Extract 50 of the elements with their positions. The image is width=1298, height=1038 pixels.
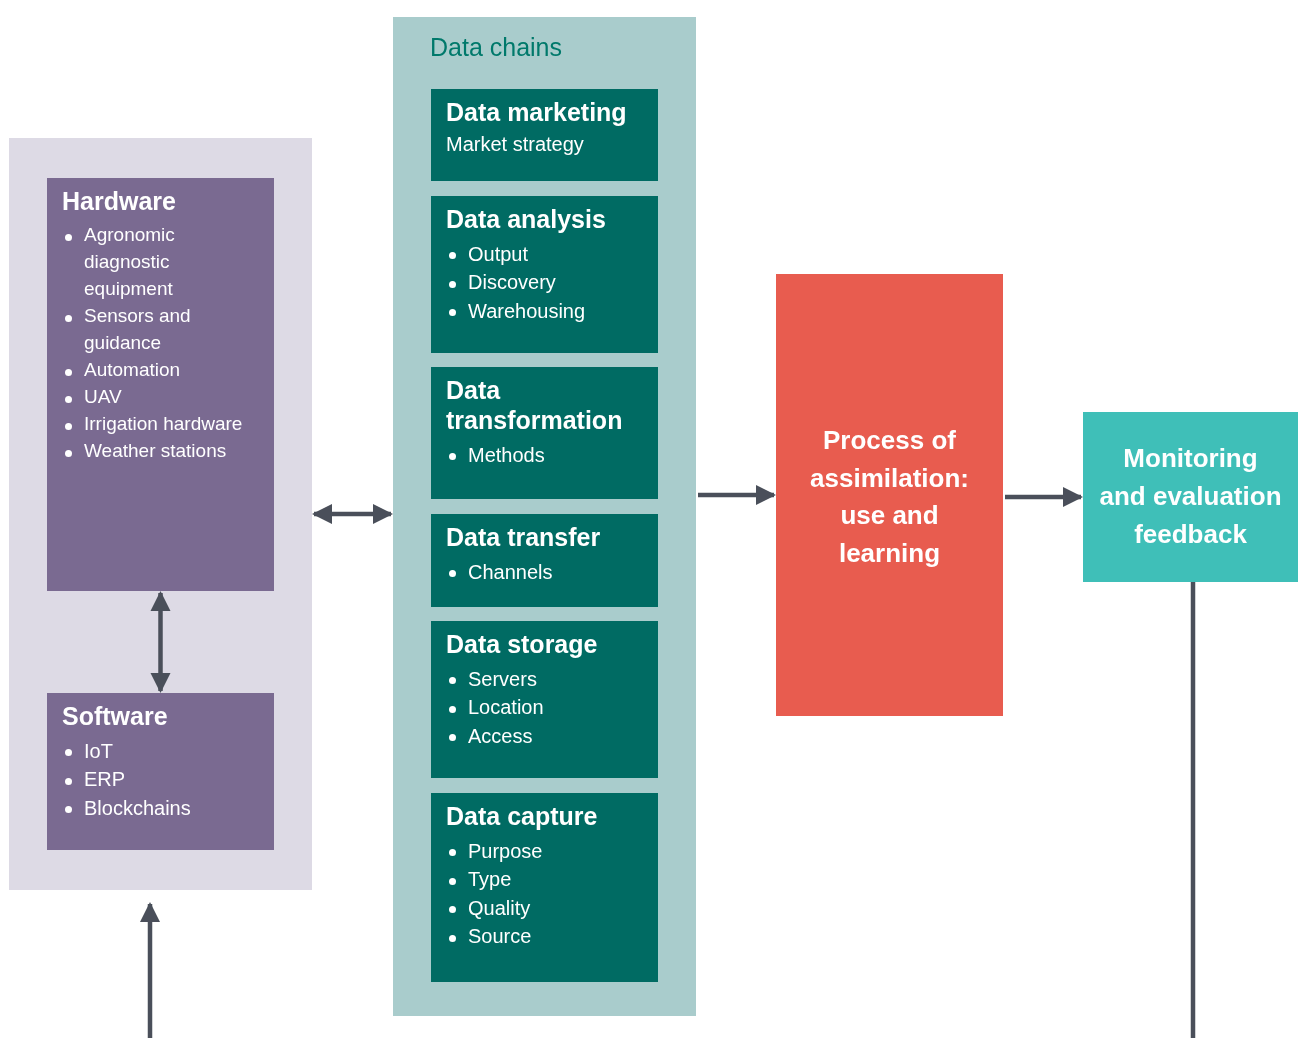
arrow (698, 484, 777, 506)
list-item: Warehousing (446, 296, 646, 326)
box-heading: Data capture (446, 801, 599, 831)
category-box (47, 178, 274, 591)
list-item: Blockchains (62, 793, 262, 823)
list-item: UAV (62, 383, 262, 411)
box-text: Monitoring and evaluation feedback (1098, 442, 1283, 551)
box-subtitle: Market strategy (446, 133, 585, 156)
list-item: Quality (446, 893, 646, 923)
arrow (139, 902, 161, 1038)
list-item: Agronomic diagnostic equipment (62, 222, 262, 303)
group-panel (393, 17, 696, 1016)
box-heading: Software (62, 701, 169, 731)
category-box (431, 367, 658, 499)
category-box (431, 514, 658, 607)
list-item: Source (446, 922, 646, 951)
box-heading: Data analysis (446, 204, 607, 234)
box-heading: Data transformation (446, 375, 624, 435)
box-heading: Data storage (446, 629, 599, 659)
list-item: Discovery (446, 268, 646, 297)
list-item: Methods (446, 441, 646, 470)
box-heading: Hardware (62, 186, 177, 216)
list-item: Location (446, 693, 646, 722)
list-item: Output (446, 240, 646, 269)
arrow (1005, 486, 1084, 508)
panel-background (9, 138, 312, 890)
list-item: Channels (446, 558, 646, 587)
box-heading: Data marketing (446, 97, 628, 127)
box-text: Process of assimilation: use and learning (809, 424, 970, 571)
category-box (47, 693, 274, 850)
arrow (312, 503, 394, 525)
box-heading: Data transfer (446, 522, 602, 552)
list-item: ERP (62, 765, 262, 794)
arrow (150, 591, 171, 694)
category-box (431, 793, 658, 982)
list-item: Type (446, 865, 646, 894)
category-box (431, 621, 658, 778)
list-item: Irrigation hardware (62, 410, 262, 438)
list-item: Purpose (446, 837, 646, 866)
process-box (1083, 412, 1298, 582)
list-item: IoT (62, 737, 262, 766)
category-box (431, 196, 658, 353)
list-item: Weather stations (62, 437, 262, 465)
category-box (431, 89, 658, 181)
list-item: Access (446, 721, 646, 751)
list-item: Servers (446, 665, 646, 694)
list-item: Sensors and guidance (62, 302, 262, 357)
process-box (776, 274, 1003, 716)
group-title: Data chains (430, 35, 564, 60)
list-item: Automation (62, 356, 262, 384)
